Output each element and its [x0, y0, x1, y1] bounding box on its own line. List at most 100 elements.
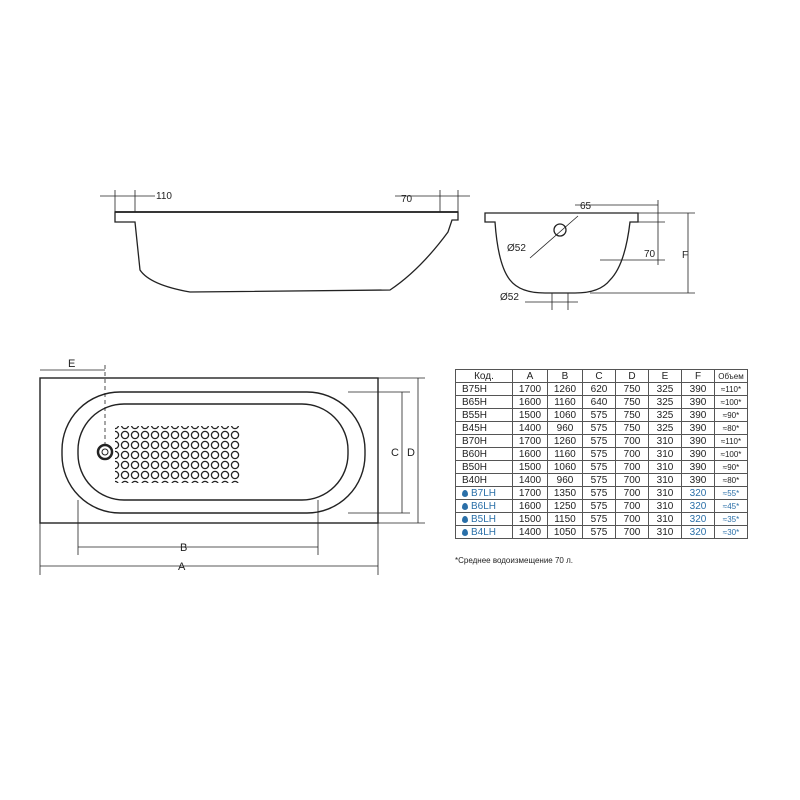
cell-value: 750 [623, 422, 641, 434]
cell-value: 750 [623, 396, 641, 408]
d-dimension-label: D [407, 447, 415, 459]
cell-d: 750 [615, 395, 649, 409]
end-view-outline [484, 212, 639, 294]
top-view-inner-basin [61, 391, 366, 514]
cell-d: 750 [615, 382, 649, 396]
cell-value: B5LH [471, 513, 497, 525]
bottom-drain-dimension: Ø52 [500, 292, 519, 303]
cell-c: 620 [582, 382, 616, 396]
cell-value: B55H [462, 409, 488, 421]
cell-d: 700 [615, 473, 649, 487]
cell-vol: ≈100* [714, 395, 748, 409]
cell-c: 575 [582, 447, 616, 461]
cell-value: 700 [623, 526, 641, 538]
cell-value: 700 [623, 500, 641, 512]
cell-a: 1400 [512, 421, 548, 435]
header-c: C [582, 369, 616, 383]
cell-value: B70H [462, 435, 488, 447]
cell-value: 575 [590, 500, 608, 512]
cell-value: 310 [656, 487, 674, 499]
cell-value: 620 [590, 383, 608, 395]
cell-c: 575 [582, 499, 616, 513]
cell-f: 320 [681, 486, 715, 500]
cell-value: 320 [689, 500, 707, 512]
cell-code: B50H [455, 460, 513, 474]
cell-e: 325 [648, 395, 682, 409]
cell-code: B70H [455, 434, 513, 448]
cell-c: 575 [582, 525, 616, 539]
cell-e: 310 [648, 447, 682, 461]
end-rim-dimension: 65 [580, 201, 592, 212]
cell-value: 575 [590, 513, 608, 525]
cell-b: 1050 [547, 525, 583, 539]
cell-c: 575 [582, 434, 616, 448]
cell-value: 575 [590, 526, 608, 538]
cell-value: 1600 [518, 500, 542, 512]
cell-code: B55H [455, 408, 513, 422]
cell-value: 390 [689, 422, 707, 434]
cell-d: 700 [615, 460, 649, 474]
header-a: A [512, 369, 548, 383]
cell-value: 575 [590, 487, 608, 499]
cell-value: 575 [590, 409, 608, 421]
cell-value: 700 [623, 448, 641, 460]
cell-value: 320 [689, 513, 707, 525]
end-depth-dimension: 70 [644, 249, 656, 260]
cell-e: 310 [648, 473, 682, 487]
cell-f: 390 [681, 447, 715, 461]
water-drop-icon [462, 489, 468, 497]
cell-code: B4LH [455, 525, 513, 539]
cell-d: 700 [615, 499, 649, 513]
cell-value: 1160 [554, 448, 576, 460]
drain-hole [96, 443, 114, 461]
cell-vol: ≈55* [714, 486, 748, 500]
cell-value: B7LH [471, 487, 497, 499]
cell-value: B45H [462, 422, 488, 434]
cell-a: 1700 [512, 382, 548, 396]
cell-e: 310 [648, 434, 682, 448]
cell-value: 700 [623, 474, 641, 486]
cell-value: 700 [623, 487, 641, 499]
cell-value: ≈100* [720, 449, 742, 459]
rim-right-dimension: 70 [401, 194, 413, 205]
anti-slip-pattern [115, 426, 240, 483]
cell-value: 310 [656, 461, 674, 473]
cell-value: 325 [656, 422, 674, 434]
cell-value: 575 [590, 448, 608, 460]
cell-e: 310 [648, 486, 682, 500]
cell-b: 1260 [547, 382, 583, 396]
cell-a: 1500 [512, 408, 548, 422]
cell-a: 1700 [512, 486, 548, 500]
header-d: D [615, 369, 649, 383]
cell-value: 960 [556, 422, 574, 434]
cell-d: 750 [615, 421, 649, 435]
cell-value: 1600 [518, 396, 542, 408]
cell-value: B60H [462, 448, 488, 460]
cell-f: 390 [681, 395, 715, 409]
b-dimension-label: B [180, 542, 187, 554]
cell-f: 390 [681, 408, 715, 422]
cell-c: 575 [582, 421, 616, 435]
cell-code: B75H [455, 382, 513, 396]
cell-a: 1600 [512, 499, 548, 513]
cell-code: B45H [455, 421, 513, 435]
cell-a: 1500 [512, 460, 548, 474]
height-f-dimension: F [682, 250, 688, 261]
cell-c: 575 [582, 408, 616, 422]
cell-value: 390 [689, 474, 707, 486]
cell-value: 700 [623, 513, 641, 525]
cell-code: B40H [455, 473, 513, 487]
cell-d: 750 [615, 408, 649, 422]
overflow-drain [553, 223, 567, 237]
table-header-row: Код. A B C D E F Объем [455, 369, 748, 383]
header-e: E [648, 369, 682, 383]
cell-value: 700 [623, 461, 641, 473]
